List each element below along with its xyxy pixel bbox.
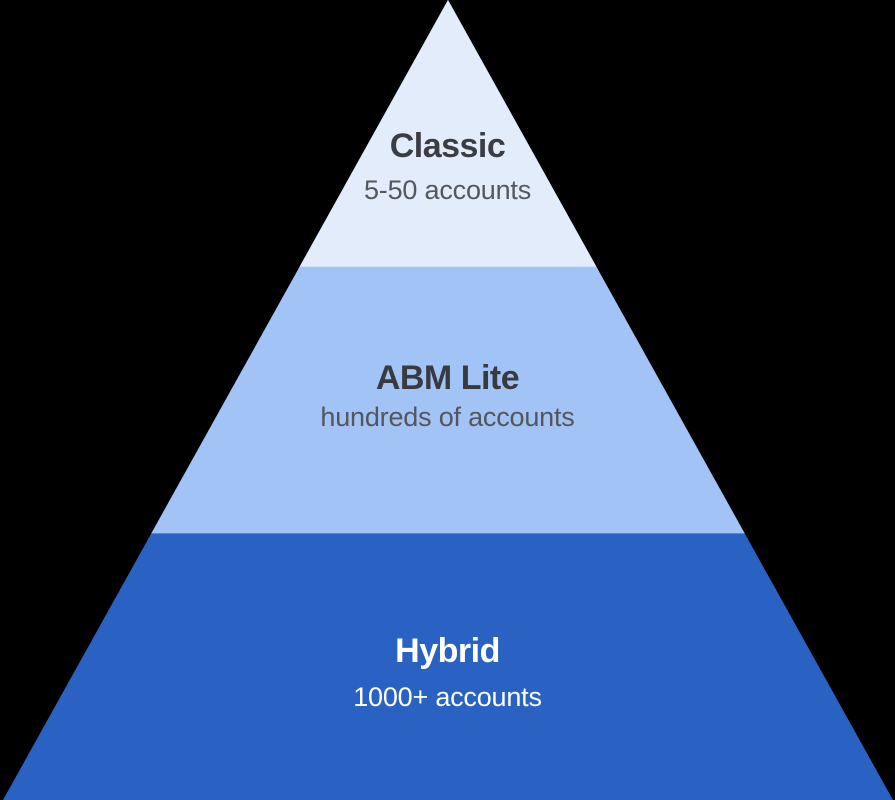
tier-hybrid-subtitle: 1000+ accounts <box>353 682 542 712</box>
tier-classic-shape <box>299 0 597 267</box>
tier-classic-title: Classic <box>389 127 506 165</box>
tier-hybrid-title: Hybrid <box>395 632 500 670</box>
tier-abm-lite-title: ABM Lite <box>375 359 520 397</box>
tier-abm-lite-subtitle: hundreds of accounts <box>320 402 575 432</box>
tier-classic-subtitle: 5-50 accounts <box>363 175 531 205</box>
